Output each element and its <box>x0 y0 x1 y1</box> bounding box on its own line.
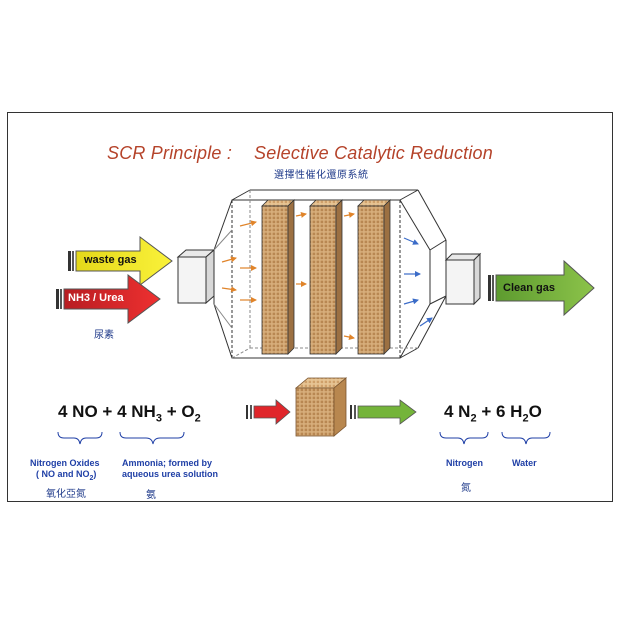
waste-gas-arrow <box>68 236 173 286</box>
nh3-urea-arrow <box>56 274 161 324</box>
plus-sign-2: + <box>166 402 177 421</box>
nox-note-line2: ( NO and NO2) <box>36 469 97 482</box>
term-h2o: 6 H2O <box>496 402 542 425</box>
equation-reactants: 4 NO + 4 NH3 + O2 <box>58 402 201 424</box>
nh3-urea-label: NH3 / Urea <box>68 292 124 304</box>
title-part2: Selective Catalytic Reduction <box>254 143 493 163</box>
catalyst-layer-2 <box>309 199 343 355</box>
diagram-title: SCR Principle : Selective Catalytic Reduc… <box>107 143 493 164</box>
ammonia-note-line2: aqueous urea solution <box>122 469 219 479</box>
plus-sign-1: + <box>102 402 113 421</box>
water-note: Water <box>512 458 537 468</box>
title-part1: SCR Principle : <box>107 143 233 163</box>
ammonia-chinese-label: 氨 <box>146 490 156 501</box>
term-no: 4 NO <box>58 402 98 421</box>
term-nh3: 4 NH3 <box>117 402 162 425</box>
inlet-duct <box>176 248 216 305</box>
diagram-subtitle: 選擇性催化還原系統 <box>274 170 369 181</box>
product-output-arrow <box>350 399 417 425</box>
term-o2: O2 <box>181 402 201 425</box>
outlet-duct <box>444 252 482 306</box>
ammonia-note: Ammonia; formed by aqueous urea solution <box>122 458 218 480</box>
waste-gas-label: waste gas <box>84 254 137 266</box>
flow-arrows-blue <box>403 237 433 327</box>
nitrogen-chinese-label: 氮 <box>461 483 471 494</box>
nitrogen-note: Nitrogen <box>446 458 483 468</box>
equation-products: 4 N2 + 6 H2O <box>444 402 542 424</box>
term-braces <box>57 431 551 445</box>
plus-sign-3: + <box>481 402 492 421</box>
nitrogen-oxides-note: Nitrogen Oxides ( NO and NO2) <box>30 458 100 484</box>
catalyst-honeycomb-block <box>294 377 348 437</box>
catalyst-layer-1 <box>261 199 295 355</box>
ammonia-note-line1: Ammonia; formed by <box>122 458 213 468</box>
flow-arrows-orange <box>221 212 355 340</box>
clean-gas-label: Clean gas <box>503 282 555 294</box>
clean-gas-arrow <box>488 259 595 317</box>
nox-note-line1: Nitrogen Oxides <box>30 458 100 468</box>
reactant-feed-arrow <box>246 399 291 425</box>
term-n2: 4 N2 <box>444 402 477 425</box>
catalyst-layer-3 <box>357 199 391 355</box>
nitrous-oxide-chinese-label: 氧化亞氮 <box>46 489 86 500</box>
urea-chinese-label: 尿素 <box>94 330 114 341</box>
